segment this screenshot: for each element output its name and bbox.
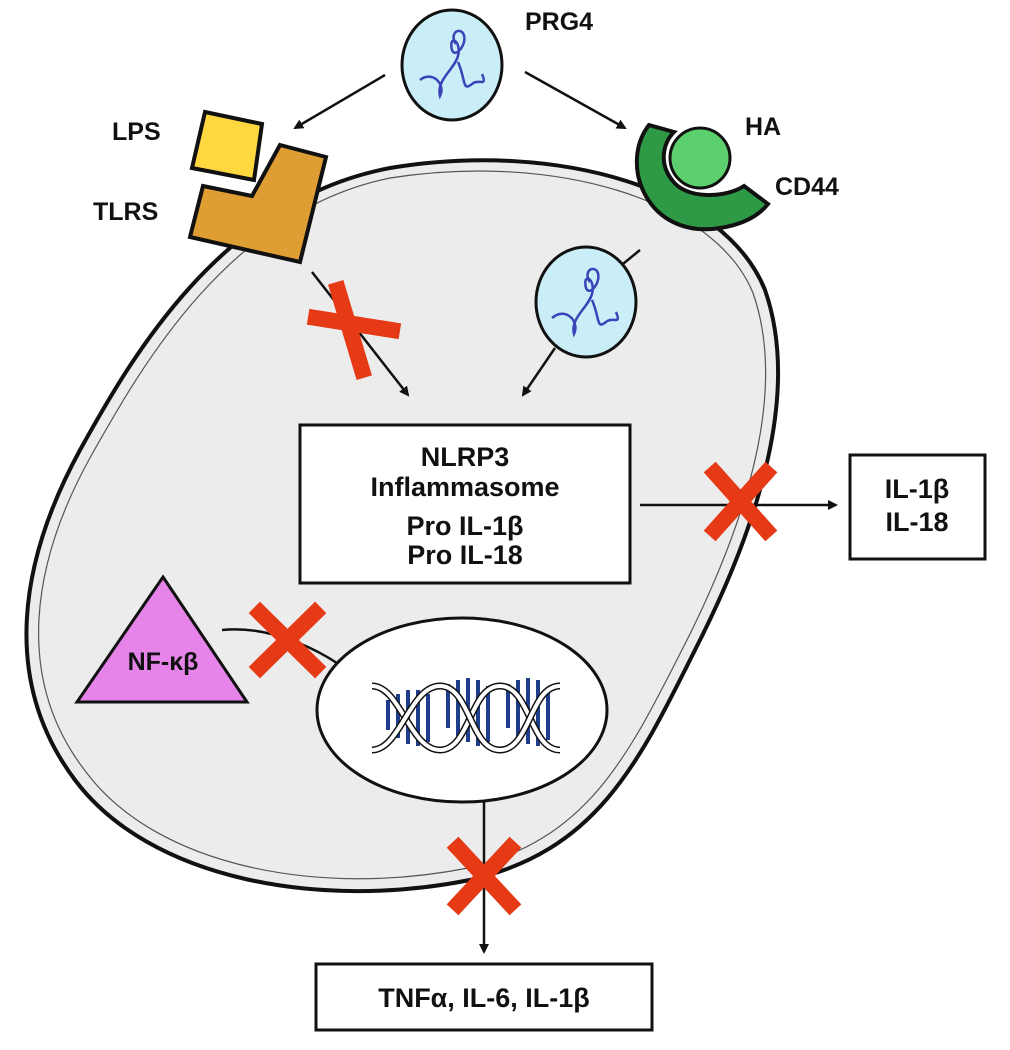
- prg4-strand: [419, 29, 486, 100]
- ha-label: HA: [745, 113, 781, 141]
- lps-label: LPS: [112, 118, 161, 146]
- tlrs-label: TLRS: [93, 198, 158, 226]
- prg4-label: PRG4: [525, 8, 593, 36]
- arrow-prg4-to-tlrs: [293, 73, 386, 130]
- prg4-internal-molecule: [534, 245, 638, 359]
- nucleus: [315, 616, 609, 804]
- cd44-receptor: [634, 122, 771, 232]
- arrow-tlrs-to-nlrp3: [311, 271, 410, 397]
- nlrp3-line1: NLRP3: [421, 442, 510, 472]
- secreted-il-box: IL-1β IL-18: [848, 453, 987, 561]
- nlrp3-line2: Inflammasome: [370, 472, 559, 502]
- block-nfkb-x-icon: [248, 601, 327, 679]
- ha-ligand: [668, 126, 732, 190]
- cd44-label: CD44: [775, 173, 839, 201]
- arrow-prg4-to-nlrp3: [521, 347, 557, 397]
- tlrs-receptor: [187, 142, 329, 265]
- block-il-release-x-icon: [703, 461, 778, 542]
- cytokines-box: TNFα, IL-6, IL-1β: [314, 962, 654, 1032]
- nfkb-label: NF-κβ: [128, 648, 199, 676]
- nlrp3-box: NLRP3 Inflammasome Pro IL-1β Pro IL-18: [298, 423, 632, 585]
- inhibition-marks: [248, 280, 778, 916]
- nfkb-triangle: [74, 574, 250, 704]
- block-tlrs-x-icon: [306, 280, 402, 380]
- secreted-line2: IL-18: [885, 507, 948, 537]
- cytokines-text: TNFα, IL-6, IL-1β: [378, 983, 590, 1013]
- arrow-prg4-to-cd44: [524, 70, 627, 130]
- lps-ligand: [189, 109, 265, 183]
- nlrp3-line3: Pro IL-1β: [407, 511, 524, 541]
- dna-helix-icon: [371, 678, 561, 754]
- block-transcription-x-icon: [446, 836, 522, 916]
- nlrp3-line4: Pro IL-18: [407, 540, 523, 570]
- prg4-internal-strand: [551, 267, 620, 338]
- secreted-line1: IL-1β: [885, 474, 949, 504]
- prg4-molecule: [400, 8, 504, 122]
